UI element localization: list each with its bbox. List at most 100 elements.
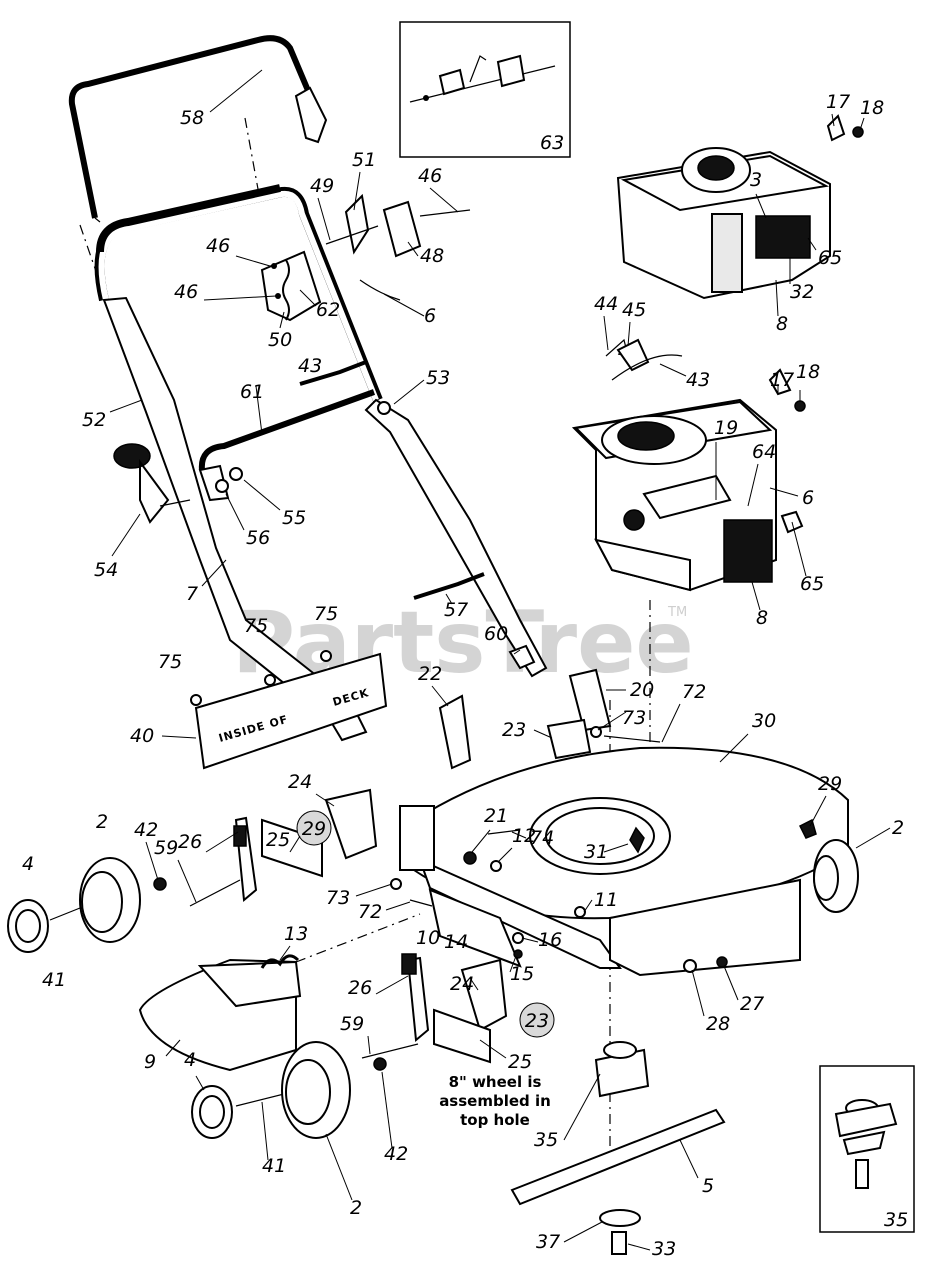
leader-72b — [385, 901, 411, 911]
leader-8b — [751, 581, 761, 611]
part-label-26b: 26 — [348, 977, 372, 999]
inset-35-adapter — [834, 1102, 898, 1138]
leader-3 — [755, 193, 767, 219]
part-label-46b: 46 — [174, 281, 198, 303]
part-label-28: 28 — [706, 1013, 730, 1035]
clip-29a — [798, 818, 817, 839]
leader-49 — [317, 197, 331, 241]
part-label-75b: 75 — [244, 615, 268, 637]
part-label-17a: 17 — [826, 91, 850, 113]
washer-42b — [373, 1057, 387, 1071]
leader-53 — [393, 379, 425, 405]
plate-25b — [433, 1008, 491, 1064]
part-label-61: 61 — [240, 381, 264, 403]
part-label-13: 13 — [284, 923, 308, 945]
leader-33 — [627, 1243, 651, 1251]
part-label-75a: 75 — [314, 603, 338, 625]
inset-63 — [399, 21, 571, 158]
leader-11 — [583, 899, 593, 913]
bracket-48 — [382, 200, 422, 258]
leader-50 — [279, 311, 285, 329]
part-label-41a: 41 — [42, 969, 66, 991]
leader-7 — [201, 559, 227, 587]
leader-65a — [807, 237, 817, 251]
bolt-21 — [463, 851, 477, 865]
baffle-40: INSIDE OF DECK — [190, 650, 388, 770]
knob-bolt — [159, 499, 191, 507]
leader-21 — [471, 829, 491, 853]
leader-62 — [299, 289, 317, 307]
part-label-17b: 17 — [770, 369, 794, 391]
nut-73b — [390, 878, 402, 890]
baffle-plate — [194, 652, 388, 770]
leader-73b — [355, 883, 393, 897]
leader-61 — [255, 385, 263, 435]
leader-6b — [769, 487, 799, 497]
leader-46a — [235, 255, 271, 267]
inset-35-bolt — [855, 1159, 869, 1189]
leader-59b — [367, 1035, 371, 1055]
leader-18a — [859, 117, 865, 131]
nut-27 — [716, 956, 728, 968]
nut-75c — [320, 650, 332, 662]
part-label-73a: 73 — [622, 707, 646, 729]
hubcap-4a-inner — [15, 909, 41, 943]
part-label-42a: 42 — [134, 819, 158, 841]
part-label-29a: 29 — [818, 773, 842, 795]
leader-42b — [381, 1071, 393, 1149]
inset-label-35: 35 — [884, 1209, 908, 1231]
handle-rail-right — [364, 398, 548, 678]
deck-skirt-right — [609, 878, 801, 977]
leader-31 — [603, 843, 629, 853]
leader-13 — [279, 945, 291, 961]
leader-23a — [533, 729, 553, 739]
part-label-60: 60 — [484, 623, 508, 645]
leader-74 — [511, 831, 527, 839]
leader-30 — [719, 733, 749, 763]
leader-43b — [659, 363, 687, 377]
nut-53 — [377, 401, 391, 415]
deck-engine-mount-inner — [545, 807, 655, 865]
inset-35-frame — [819, 1065, 915, 1233]
spring-62 — [282, 259, 290, 321]
circle-29 — [296, 810, 332, 846]
leader-lines — [109, 69, 891, 1251]
leader-25a — [289, 835, 301, 853]
leader-26b — [375, 975, 409, 995]
part-label-24a: 24 — [288, 771, 312, 793]
part-label-24b: 24 — [450, 973, 474, 995]
bolt-60 — [508, 644, 536, 670]
leader-64 — [747, 463, 759, 507]
leader-12 — [497, 847, 513, 863]
screw-46b — [275, 293, 281, 299]
part-label-2b: 2 — [892, 817, 904, 839]
inset-63-lever — [469, 55, 487, 83]
front-height-adjust — [361, 953, 508, 1064]
fuel-cap — [623, 509, 645, 531]
leader-37 — [563, 1221, 603, 1243]
blade-assembly — [510, 1041, 726, 1255]
bracket-22 — [438, 694, 472, 770]
part-label-48: 48 — [420, 245, 444, 267]
part-label-37: 37 — [536, 1231, 560, 1253]
part-label-23a: 23 — [502, 719, 526, 741]
bolt-31 — [629, 826, 645, 854]
clip-57 — [413, 572, 485, 600]
bracket-24b — [460, 958, 508, 1032]
leader-22 — [431, 685, 449, 707]
watermark-tm: TM — [667, 605, 687, 620]
washer-42a — [153, 877, 167, 891]
part-label-65a: 65 — [818, 247, 842, 269]
leader-24b — [469, 977, 479, 991]
inset-35 — [819, 1065, 915, 1233]
lever-26b-grip — [401, 953, 417, 975]
engine-main — [571, 338, 806, 592]
part-label-21: 21 — [484, 805, 508, 827]
circled-label-23: 23 — [525, 1010, 549, 1032]
bolt-33 — [611, 1231, 627, 1255]
inset-63-bracket-left — [438, 68, 466, 96]
leader-72a — [661, 703, 681, 743]
part-label-58: 58 — [180, 107, 204, 129]
leader-17a — [831, 113, 835, 127]
part-label-52: 52 — [82, 409, 106, 431]
